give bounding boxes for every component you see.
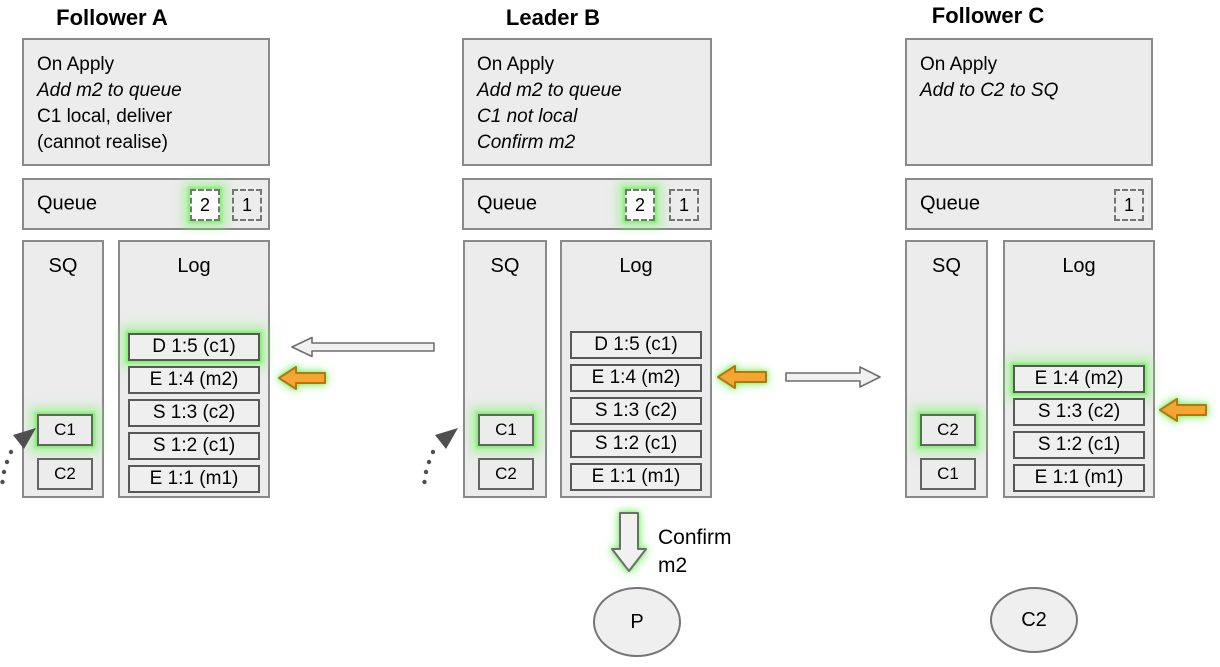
node-a-on-apply-box: On Apply Add m2 to queue C1 local, deliv…: [22, 38, 270, 166]
node-a-title: Follower A: [56, 5, 168, 30]
queue-label: Queue: [920, 192, 981, 215]
apply-line: On Apply: [477, 54, 555, 75]
log-header: Log: [619, 255, 653, 277]
sq-item-c1: C1: [478, 414, 534, 446]
apply-line: On Apply: [37, 54, 115, 75]
log-entry: E 1:1 (m1): [570, 463, 702, 491]
sq-header: SQ: [932, 255, 961, 277]
log-entry: E 1:1 (m1): [1013, 464, 1145, 492]
queue-slot-1: 1: [669, 189, 699, 221]
sq-item-c1: C1: [920, 458, 976, 490]
log-header: Log: [177, 255, 211, 277]
node-c-sq-box: SQ C2 C1: [905, 240, 988, 498]
queue-label: Queue: [37, 192, 98, 215]
node-b-queue-box: Queue 2 1: [462, 178, 712, 230]
sq-item-c2: C2: [478, 458, 534, 490]
queue-slot-2: 2: [190, 189, 220, 221]
log-entry: S 1:2 (c1): [570, 430, 702, 458]
dotted-arrow-icon: [0, 428, 36, 485]
node-a-log-box: Log D 1:5 (c1) E 1:4 (m2) S 1:3 (c2) S 1…: [118, 240, 270, 498]
queue-slot-1: 1: [1114, 189, 1144, 221]
apply-line: On Apply: [920, 54, 998, 75]
log-entry: S 1:3 (c2): [128, 399, 260, 427]
sq-item-c1: C1: [37, 414, 93, 446]
log-entry: S 1:2 (c1): [128, 432, 260, 460]
queue-slot-number: 2: [634, 194, 645, 215]
node-a-queue-box: Queue 2 1: [22, 178, 270, 230]
queue-slot-2: 2: [625, 189, 655, 221]
log-header: Log: [1062, 255, 1096, 277]
queue-slot-number: 1: [678, 194, 689, 215]
queue-slot-number: 1: [1123, 194, 1134, 215]
apply-line: Add m2 to queue: [477, 80, 622, 101]
orange-arrow-left-icon: [278, 366, 326, 390]
log-entry: S 1:3 (c2): [1013, 398, 1145, 426]
client-node-c2: C2: [990, 587, 1078, 653]
sq-header: SQ: [490, 255, 520, 277]
node-c-on-apply-box: On Apply Add to C2 to SQ: [905, 38, 1153, 166]
node-b-title: Leader B: [505, 5, 601, 30]
orange-arrow-left-icon: [1159, 398, 1207, 422]
sq-item-c2: C2: [37, 458, 93, 490]
confirm-m2-label: Confirm m2: [658, 524, 732, 580]
process-node-p: P: [593, 587, 681, 657]
log-entry: E 1:4 (m2): [128, 366, 260, 394]
log-entry: S 1:3 (c2): [570, 397, 702, 425]
node-b-log-box: Log D 1:5 (c1) E 1:4 (m2) S 1:3 (c2) S 1…: [560, 240, 712, 498]
log-entry: S 1:2 (c1): [1013, 431, 1145, 459]
node-b-sq-box: SQ C1 C2: [463, 240, 547, 498]
queue-slot-number: 1: [241, 194, 252, 215]
queue-slot-number: 2: [199, 194, 210, 215]
apply-line: Add to C2 to SQ: [920, 80, 1059, 101]
node-c-log-box: Log E 1:4 (m2) S 1:3 (c2) S 1:2 (c1) E 1…: [1003, 240, 1155, 498]
node-c-title: Follower C: [931, 3, 1045, 28]
orange-arrow-left-icon: [717, 365, 767, 389]
apply-line: Confirm m2: [477, 132, 576, 153]
log-entry: E 1:1 (m1): [128, 465, 260, 493]
log-entry: E 1:4 (m2): [1013, 365, 1145, 393]
sq-header: SQ: [48, 255, 78, 277]
apply-line: Add m2 to queue: [37, 80, 182, 101]
node-b-on-apply-box: On Apply Add m2 to queue C1 not local Co…: [462, 38, 712, 166]
hollow-arrow-down-icon: [611, 512, 647, 572]
node-a-sq-box: SQ C1 C2: [22, 240, 104, 498]
confirm-label-line2: m2: [658, 554, 688, 577]
log-entry: E 1:4 (m2): [570, 364, 702, 392]
log-entry: D 1:5 (c1): [128, 333, 260, 361]
apply-line: (cannot realise): [37, 132, 168, 153]
sq-item-c2: C2: [920, 414, 976, 446]
apply-line: C1 local, deliver: [37, 106, 173, 127]
hollow-arrow-right-icon: [785, 366, 881, 388]
queue-slot-1: 1: [232, 189, 262, 221]
queue-label: Queue: [477, 192, 538, 215]
dotted-arrow-icon: [422, 428, 458, 485]
node-c-queue-box: Queue 1: [905, 178, 1153, 230]
apply-line: C1 not local: [477, 106, 578, 127]
hollow-arrow-left-icon: [291, 336, 435, 358]
confirm-label-line1: Confirm: [658, 526, 732, 549]
log-entry: D 1:5 (c1): [570, 331, 702, 359]
